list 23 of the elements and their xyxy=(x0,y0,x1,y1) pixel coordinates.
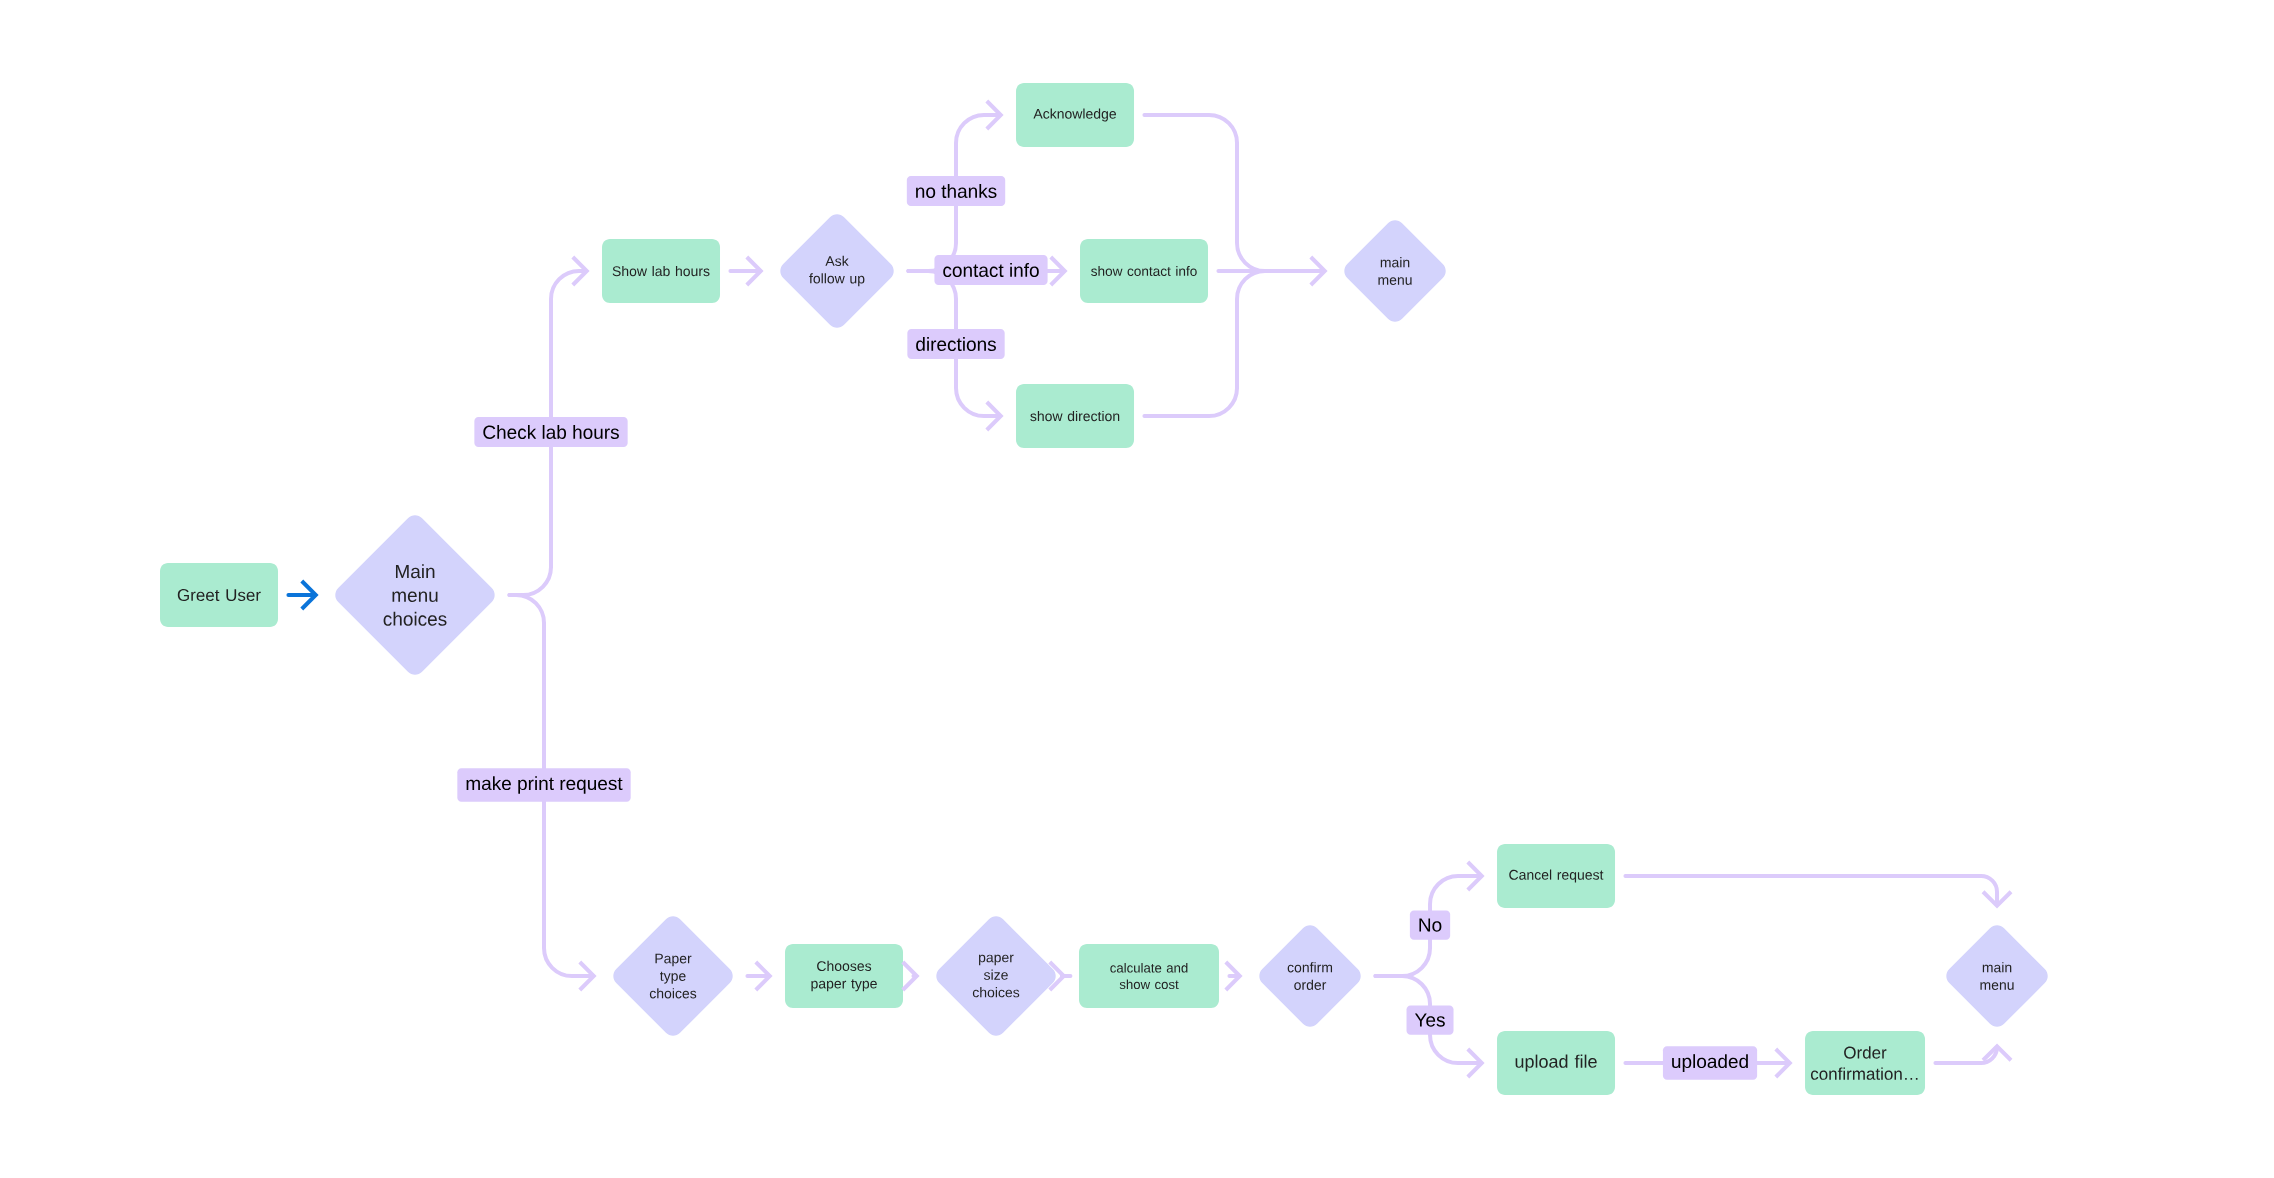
edge-label: no thanks xyxy=(906,176,1006,206)
arrow xyxy=(507,593,597,992)
edge-label: make print request xyxy=(457,768,631,802)
process-box: show contact info xyxy=(1080,239,1208,303)
edge-label: Check lab hours xyxy=(474,417,628,447)
process-box: Greet User xyxy=(160,563,278,627)
edge-label: Yes xyxy=(1406,1005,1454,1035)
arrow xyxy=(1933,1043,2013,1065)
process-box: Cancel request xyxy=(1497,844,1615,908)
arrow xyxy=(1623,874,2013,909)
connector-line xyxy=(1142,269,1274,418)
edge-label: directions xyxy=(907,329,1005,359)
process-box: Order confirmation… xyxy=(1805,1031,1926,1095)
process-box: Chooses paper type xyxy=(785,944,903,1008)
process-box: upload file xyxy=(1497,1031,1615,1095)
arrow xyxy=(1373,974,1485,1079)
process-box: Acknowledge xyxy=(1016,83,1134,147)
process-box: Show lab hours xyxy=(602,239,720,303)
edge-label: No xyxy=(1409,910,1451,940)
edge-label: contact info xyxy=(934,255,1048,285)
process-box: show direction xyxy=(1016,384,1134,448)
edge-label: uploaded xyxy=(1662,1046,1758,1080)
process-box: calculate and show cost xyxy=(1079,944,1219,1008)
